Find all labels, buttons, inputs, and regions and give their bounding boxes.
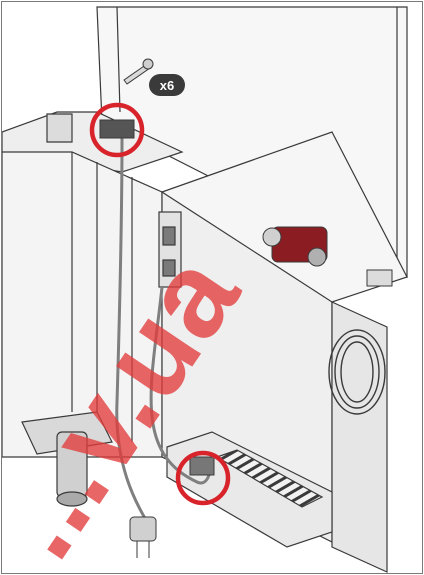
- drain-outlet: [21, 411, 113, 507]
- highlight-circle-bottom: [175, 450, 231, 506]
- switch-box: [158, 211, 182, 288]
- plug-icon: [129, 516, 157, 558]
- bottom-outlet-connector: [189, 456, 215, 476]
- screw-count-badge: x6: [149, 74, 185, 96]
- screw-icon: [123, 58, 154, 85]
- valve-assembly: [262, 226, 393, 287]
- screw-count-label: x6: [160, 78, 174, 93]
- highlight-circle-top: [89, 102, 145, 158]
- coiled-hose: [328, 329, 386, 415]
- power-cord: [115, 136, 212, 523]
- top-outlet-connector: [99, 119, 135, 139]
